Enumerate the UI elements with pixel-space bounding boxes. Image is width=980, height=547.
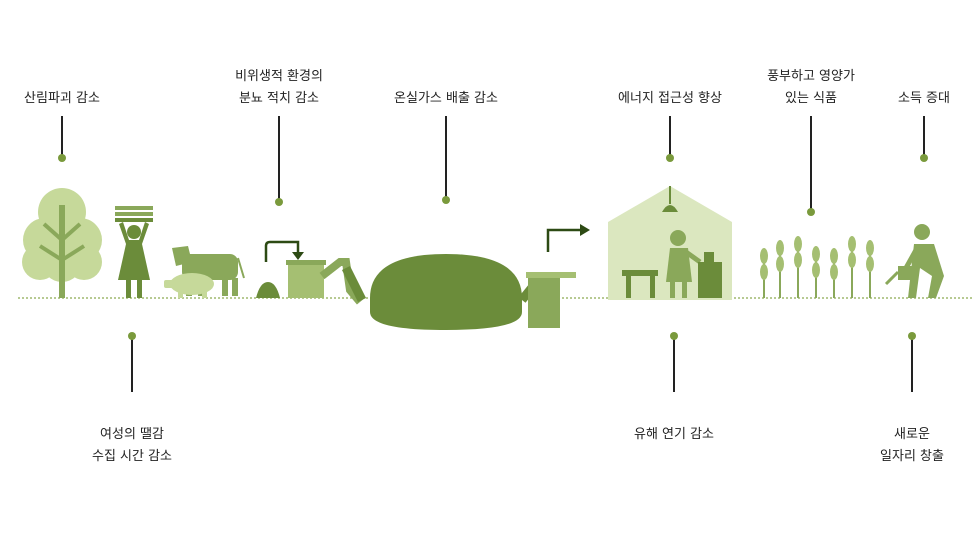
label-jobs-line-2: 일자리 창출 (880, 449, 944, 464)
label-smoke-line-1: 유해 연기 감소 (633, 427, 715, 442)
label-food-line-1: 풍부하고 영양가 (767, 69, 855, 84)
label-income-line-1: 소득 증대 (898, 91, 950, 106)
arrow-icon (580, 224, 590, 236)
inlet-tank-icon (286, 258, 364, 305)
label-smoke: 유해 연기 감소 (634, 424, 714, 446)
person-cooking-icon (666, 230, 702, 298)
label-ghg-line-1: 온실가스 배출 감소 (394, 91, 498, 106)
label-deforestation-line-1: 산림파괴 감소 (24, 91, 100, 106)
lamp-icon (662, 205, 678, 212)
label-sanitation-line-1: 비위생적 환경의 (235, 69, 323, 84)
pig-icon (164, 273, 214, 298)
label-food: 풍부하고 영양가 있는 식품 (767, 66, 855, 110)
label-jobs-line-1: 새로운 (894, 427, 930, 442)
label-women-time-line-1: 여성의 땔감 (100, 427, 164, 442)
biogas-digester-icon (341, 254, 542, 330)
top-dots (58, 154, 928, 216)
wheat-icon (760, 236, 874, 298)
tree-icon (22, 188, 102, 298)
label-women-time: 여성의 땔감 수집 시간 감소 (92, 424, 172, 468)
woman-carrying-wood-icon (115, 206, 153, 298)
label-ghg: 온실가스 배출 감소 (394, 88, 498, 110)
label-jobs: 새로운 일자리 창출 (880, 424, 944, 468)
bottom-connectors (131, 336, 913, 392)
greenhouse-icon (608, 186, 732, 300)
label-women-time-line-2: 수집 시간 감소 (91, 449, 173, 464)
label-food-line-2: 있는 식품 (785, 91, 837, 106)
outlet-tank-icon (526, 224, 590, 328)
farmer-watering-icon (884, 224, 944, 298)
label-sanitation: 비위생적 환경의 분뇨 적치 감소 (235, 66, 323, 110)
bottom-dots (128, 332, 916, 340)
label-energy: 에너지 접근성 향상 (618, 88, 722, 110)
label-income: 소득 증대 (898, 88, 950, 110)
label-deforestation: 산림파괴 감소 (24, 88, 100, 110)
label-energy-line-1: 에너지 접근성 향상 (618, 91, 722, 106)
manure-pile-icon (256, 240, 304, 298)
top-connectors (61, 116, 925, 212)
label-sanitation-line-2: 분뇨 적치 감소 (238, 91, 320, 106)
